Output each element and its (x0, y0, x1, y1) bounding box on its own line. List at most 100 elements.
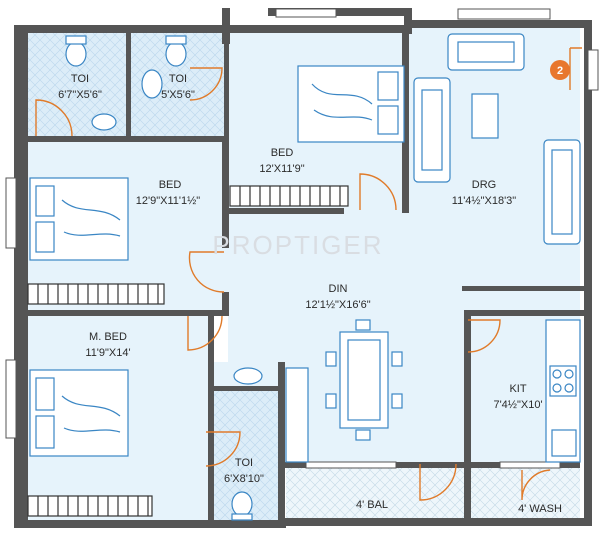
sofa-seat (421, 89, 443, 171)
floor-wash (470, 468, 580, 522)
door-swing (187, 315, 223, 351)
counter (285, 367, 309, 463)
furniture (29, 33, 581, 521)
wall (462, 286, 584, 291)
wall (464, 314, 471, 526)
pillow (35, 185, 55, 217)
wardrobe (27, 283, 165, 305)
wardrobe-slats (37, 496, 149, 516)
wall (22, 310, 228, 316)
door-swing (189, 67, 223, 101)
room-dim-toi3: 6'X8'10" (224, 473, 264, 485)
doors (35, 47, 582, 501)
room-labels: TOI 6'7"X5'6" TOI 5'X5'6" BED 12'X11'9" … (58, 73, 562, 515)
sofa-seat (457, 41, 515, 63)
wall (278, 462, 580, 468)
pillow (35, 377, 55, 411)
room-name-drg: DRG (472, 179, 496, 191)
armchair-seat (551, 149, 573, 235)
pillow (377, 105, 399, 135)
wall (224, 25, 410, 33)
room-dim-bed-top: 12'X11'9" (259, 163, 304, 175)
toilet (65, 41, 87, 67)
burner (564, 383, 574, 393)
chair (391, 351, 403, 367)
toilet-tank (65, 35, 87, 45)
wall (224, 208, 344, 214)
window (275, 8, 337, 18)
door-swing (521, 469, 551, 501)
door-swing (569, 47, 582, 90)
toilet (165, 41, 187, 67)
pillow (35, 415, 55, 449)
toilet (231, 491, 253, 517)
wall (584, 20, 592, 526)
wardrobe-slats (239, 186, 341, 206)
wall (224, 32, 229, 142)
wall (404, 20, 584, 28)
toilet-tank (165, 35, 187, 45)
room-dim-kit: 7'4½"X10' (493, 399, 542, 411)
room-name-toi2: TOI (169, 73, 187, 85)
room-name-bed-top: BED (271, 147, 294, 159)
pillow (35, 221, 55, 253)
dining-table-inner (347, 339, 381, 421)
wall (14, 25, 230, 33)
wall (278, 518, 592, 526)
wall (14, 520, 286, 528)
wardrobe (27, 495, 153, 517)
toilet-tank (231, 513, 253, 521)
room-name-din: DIN (329, 283, 348, 295)
burner (552, 383, 562, 393)
bed-sheet-wave (311, 83, 373, 121)
door-swing (35, 99, 73, 137)
room-dim-drg: 11'4½"X18'3" (452, 195, 517, 207)
window (499, 461, 561, 469)
wash-basin (91, 113, 117, 131)
window (587, 49, 599, 91)
walls (14, 8, 592, 528)
kitchen-sink (551, 429, 577, 457)
wall (126, 32, 131, 140)
wall (208, 312, 214, 526)
wall (404, 8, 412, 34)
window (457, 8, 551, 20)
door-swing (188, 251, 225, 293)
window (305, 461, 397, 469)
wardrobes (27, 185, 349, 517)
room-dim-toi2: 5'X5'6" (161, 89, 195, 101)
view-badge: 2 (550, 60, 570, 80)
room-name-kit: KIT (509, 383, 526, 395)
badge-circle (550, 60, 570, 80)
wall (22, 136, 228, 142)
room-name-wash: 4' WASH (518, 503, 562, 515)
coffee-table (471, 93, 499, 139)
badge-number: 2 (557, 65, 563, 77)
bed-sheet-wave (61, 199, 121, 237)
wall (208, 386, 284, 391)
watermark: PROPTIGER (212, 230, 383, 260)
stove (549, 365, 577, 397)
chair (325, 393, 337, 409)
wash-basin (233, 367, 263, 385)
chair (355, 319, 371, 331)
room-name-bed-left: BED (159, 179, 182, 191)
pillow (377, 71, 399, 101)
wall (14, 25, 28, 528)
room-dim-mbed: 11'9"X14' (85, 347, 130, 359)
window (5, 177, 17, 249)
wash-basin (141, 69, 163, 99)
wall (222, 8, 230, 44)
wall (278, 362, 285, 526)
room-name-mbed: M. BED (89, 331, 127, 343)
room-dim-toi1: 6'7"X5'6" (58, 89, 102, 101)
wall (464, 310, 584, 316)
window (5, 359, 17, 439)
floor-balcony (286, 468, 466, 522)
room-dim-bed-left: 12'9"X11'1½" (136, 195, 201, 207)
door-swing (467, 319, 501, 353)
door-swing (359, 173, 397, 211)
chair (391, 393, 403, 409)
wall (268, 8, 408, 16)
